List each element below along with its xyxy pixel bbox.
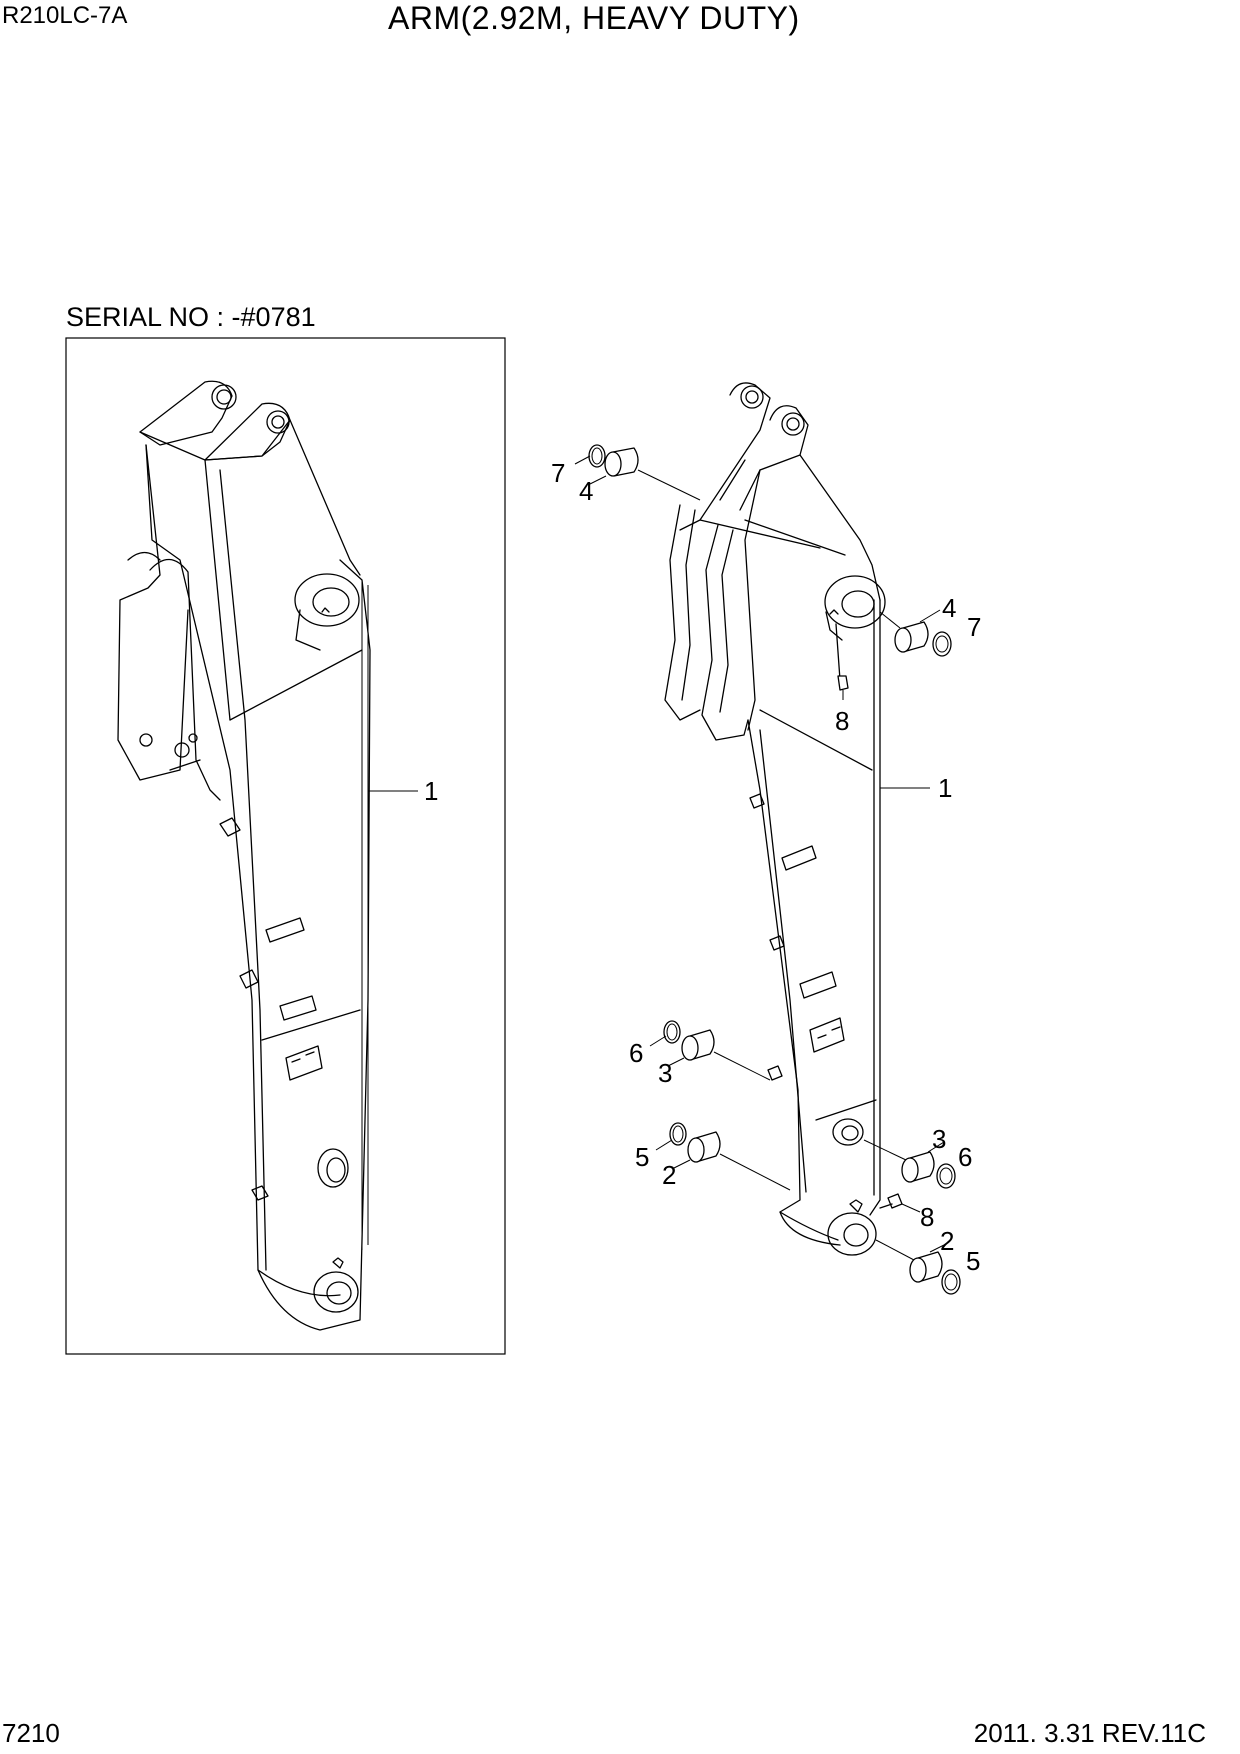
arm-left-view <box>117 380 371 1331</box>
callout-1: 1 <box>424 776 438 806</box>
arm-right-view <box>664 382 886 1256</box>
leader-line <box>863 1139 907 1161</box>
leader-line <box>713 1051 771 1081</box>
pin-4-upper-right <box>894 621 929 653</box>
leader-line <box>667 1057 685 1067</box>
pin-3-middle-left <box>681 1029 715 1061</box>
callout-5: 5 <box>635 1142 649 1172</box>
callout-8: 8 <box>835 706 849 736</box>
leader-line <box>673 1159 691 1169</box>
pin-ring-7-upper-right <box>932 631 952 657</box>
bolt-8-upper <box>835 623 849 700</box>
pin-ring-5-lower-right <box>941 1269 961 1295</box>
leader-line <box>901 1203 921 1213</box>
leader-line <box>875 1239 915 1261</box>
model-label: R210LC-7A <box>2 2 128 29</box>
leader-line <box>929 1243 947 1253</box>
callout-4: 4 <box>579 476 593 506</box>
leader-line <box>879 611 901 629</box>
pin-ring-7-top <box>588 444 606 468</box>
pin-ring-6-lower-right <box>936 1163 956 1189</box>
leader-line <box>919 609 941 623</box>
pin-ring-6-middle-left <box>663 1020 681 1044</box>
leader-line <box>719 1153 791 1191</box>
leader-line <box>649 1035 667 1047</box>
callout-3: 3 <box>932 1124 946 1154</box>
serial-frame <box>65 337 506 1355</box>
pin-3-lower-right <box>901 1151 935 1183</box>
leader-line <box>574 455 591 465</box>
pin-2-lower-left <box>687 1131 721 1163</box>
leader-line <box>927 1141 945 1153</box>
callout-2: 2 <box>662 1160 676 1190</box>
leader-line <box>637 469 701 501</box>
callout-5: 5 <box>966 1246 980 1276</box>
callout-3: 3 <box>658 1058 672 1088</box>
pin-2-lower-right <box>909 1251 943 1283</box>
callout-7: 7 <box>967 612 981 642</box>
bolt-8-lower <box>879 1193 903 1209</box>
date-revision: 2011. 3.31 REV.11C <box>973 1718 1206 1748</box>
callout-1: 1 <box>938 773 952 803</box>
leader-line <box>589 475 607 485</box>
callout-4: 4 <box>942 593 956 623</box>
callout-6: 6 <box>629 1038 643 1068</box>
callout-8: 8 <box>920 1202 934 1232</box>
page-title: ARM(2.92M, HEAVY DUTY) <box>388 0 800 36</box>
serial-number-label: SERIAL NO : -#0781 <box>66 302 316 332</box>
callout-7: 7 <box>551 458 565 488</box>
callout-6: 6 <box>958 1142 972 1172</box>
pin-4-top <box>604 447 639 477</box>
pin-ring-5-lower-left <box>669 1122 687 1146</box>
page-number: 7210 <box>2 1718 60 1748</box>
callout-2: 2 <box>940 1226 954 1256</box>
leader-line <box>655 1139 673 1151</box>
